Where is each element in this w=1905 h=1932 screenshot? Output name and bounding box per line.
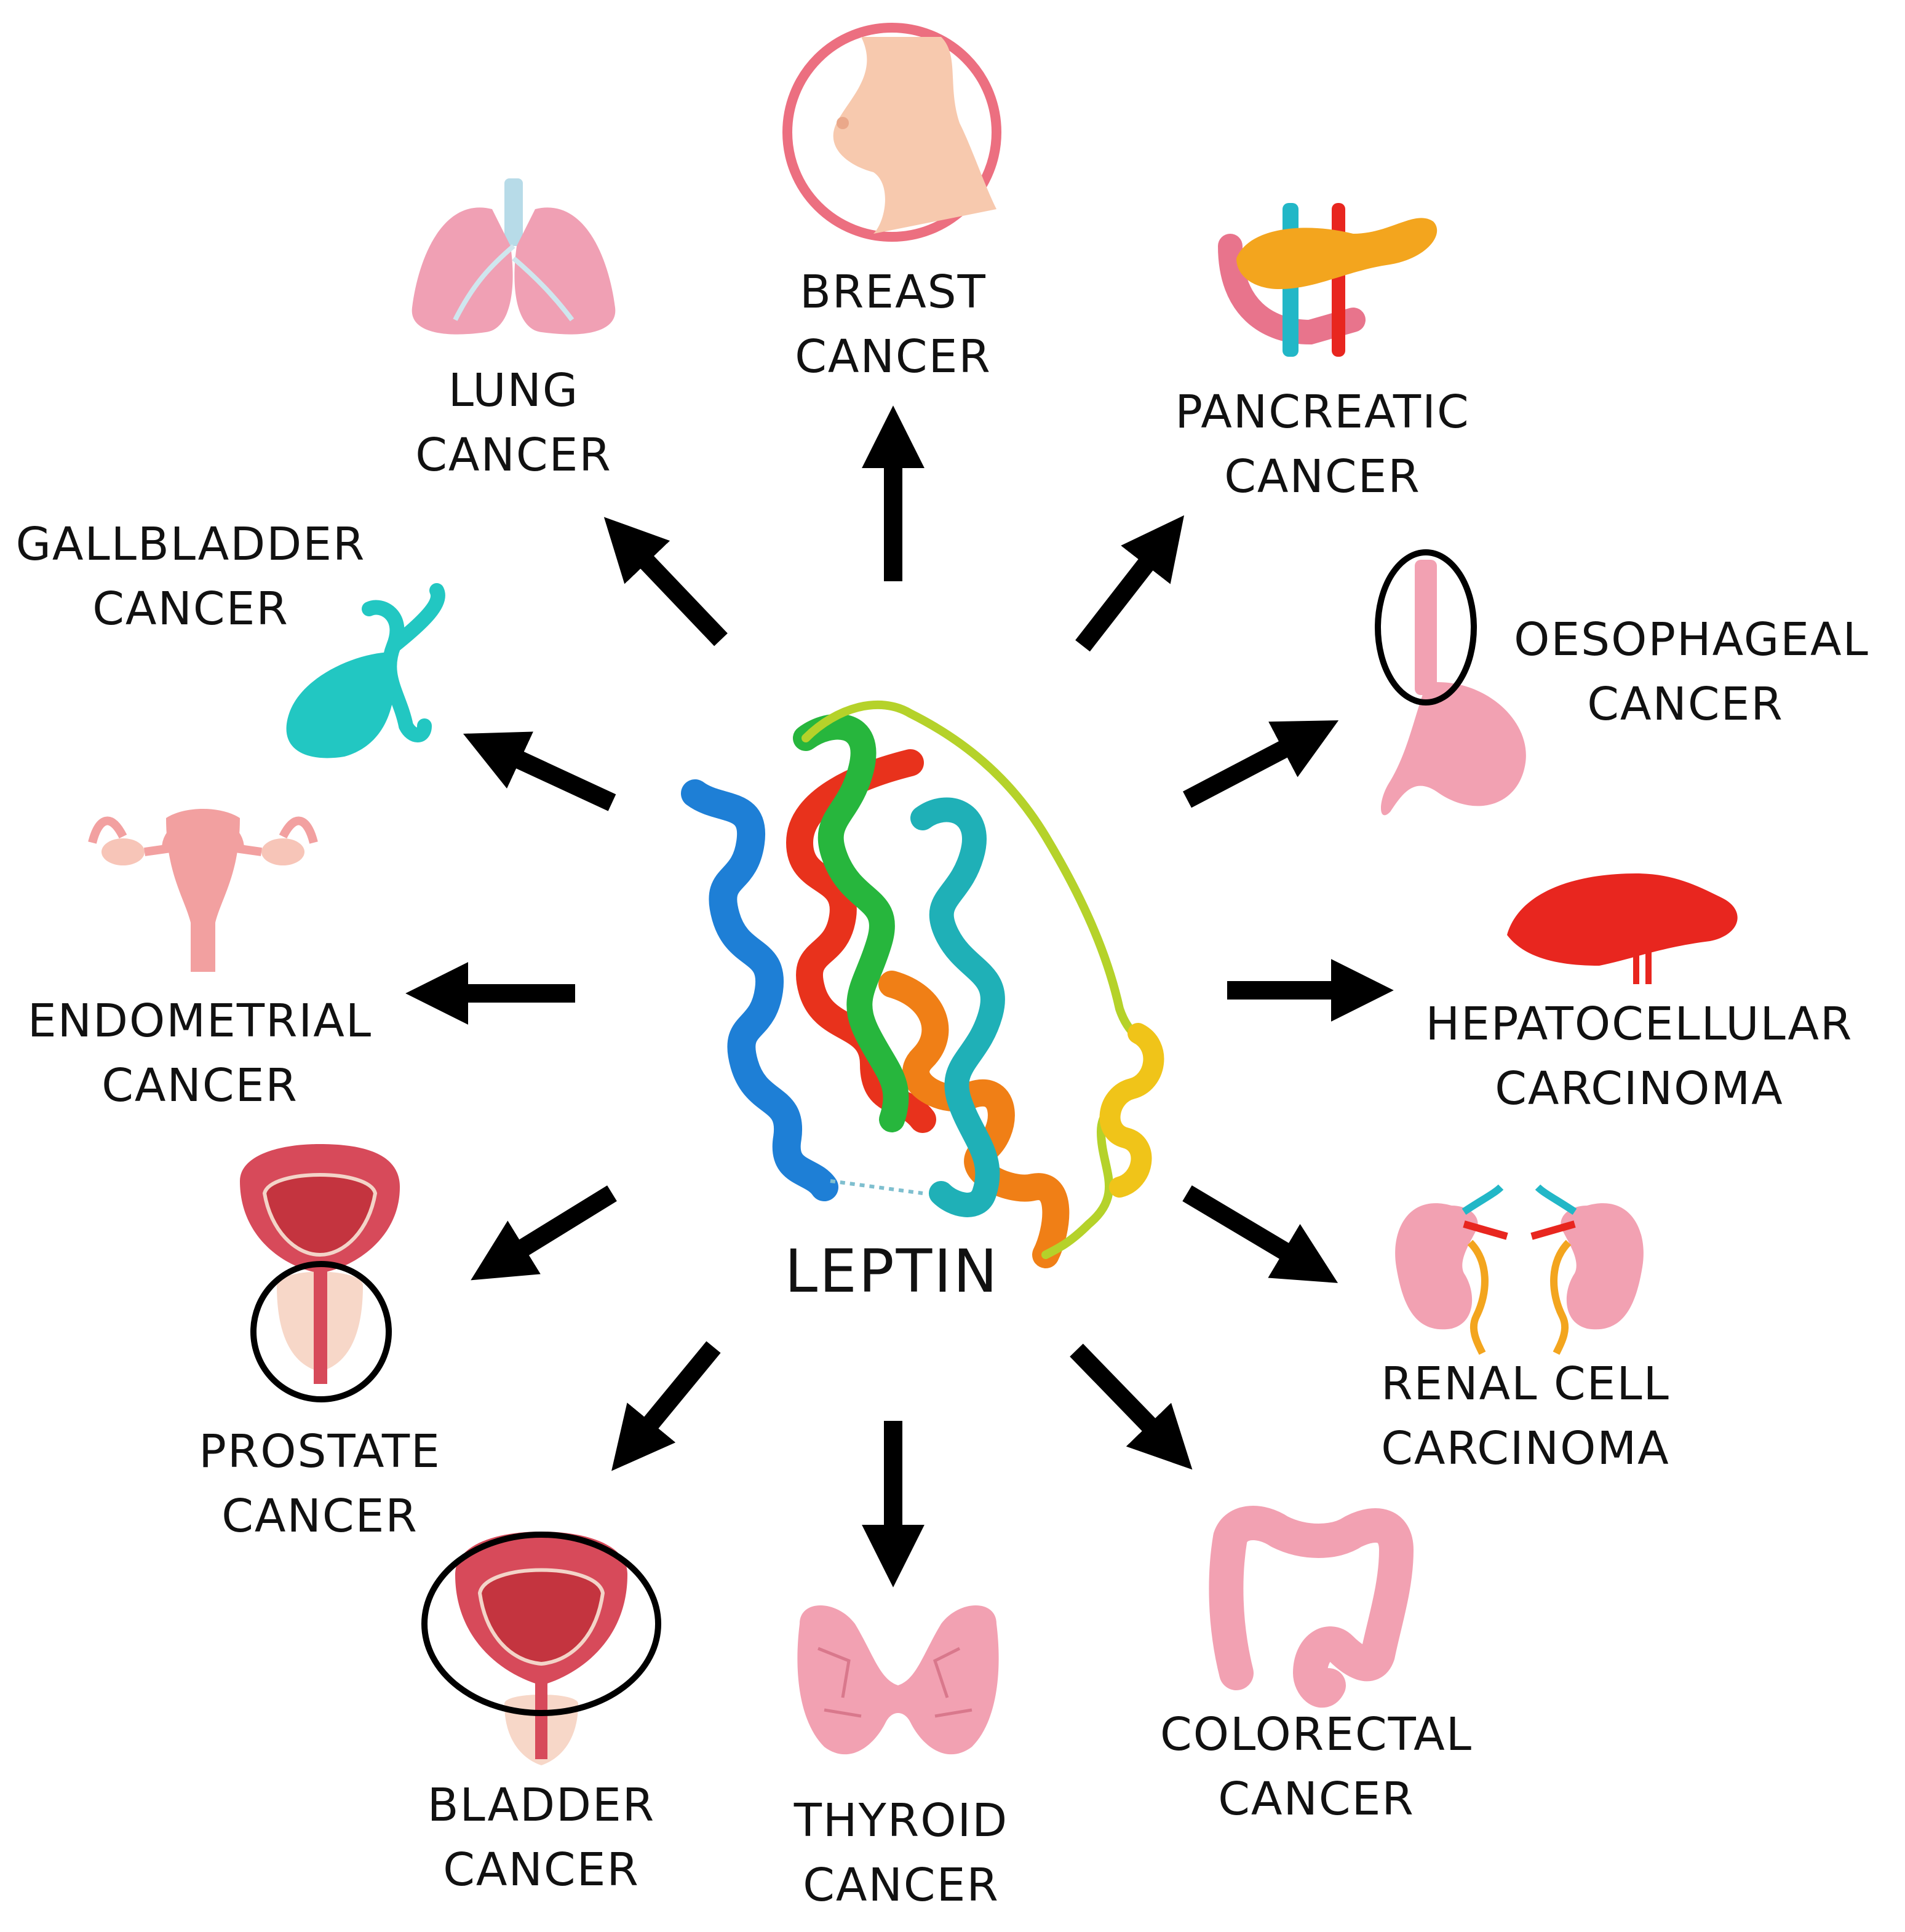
label-gallbladder-line1: GALLBLADDER bbox=[16, 518, 366, 571]
label-pancreatic-line1: PANCREATIC bbox=[1175, 386, 1470, 439]
arrow-renal bbox=[1182, 1185, 1338, 1283]
arrow-oesophageal bbox=[1183, 720, 1339, 808]
thyroid-icon bbox=[797, 1605, 999, 1755]
label-oesophageal-line1: OESOPHAGEAL bbox=[1514, 613, 1869, 666]
uterus-icon bbox=[88, 809, 318, 972]
label-bladder-line2: CANCER bbox=[443, 1843, 640, 1896]
bladder-icon bbox=[421, 1532, 661, 1765]
label-bladder-line1: BLADDER bbox=[428, 1779, 655, 1832]
label-breast-line2: CANCER bbox=[795, 330, 992, 383]
arrow-prostate bbox=[471, 1185, 617, 1281]
label-oesophageal-line2: CANCER bbox=[1587, 678, 1784, 731]
label-gallbladder-line2: CANCER bbox=[92, 582, 289, 635]
label-renal-line2: CARCINOMA bbox=[1381, 1422, 1670, 1475]
leptin-protein-structure-icon bbox=[681, 700, 1164, 1268]
label-colorectal-line1: COLORECTAL bbox=[1160, 1708, 1473, 1761]
label-colorectal-line2: CANCER bbox=[1218, 1773, 1415, 1826]
arrow-gallbladder bbox=[463, 731, 616, 811]
lungs-icon bbox=[412, 178, 616, 335]
arrow-lung bbox=[603, 517, 728, 646]
arrow-colorectal bbox=[1070, 1343, 1193, 1470]
label-hepatocellular-line1: HEPATOCELLULAR bbox=[1426, 998, 1853, 1051]
label-endometrial-line1: ENDOMETRIAL bbox=[28, 995, 372, 1047]
label-lung-line2: CANCER bbox=[415, 429, 612, 482]
label-thyroid-line1: THYROID bbox=[793, 1794, 1009, 1847]
gallbladder-icon bbox=[286, 583, 445, 758]
label-prostate-line2: CANCER bbox=[221, 1490, 418, 1543]
label-endometrial-line2: CANCER bbox=[101, 1059, 298, 1112]
label-prostate-line1: PROSTATE bbox=[199, 1425, 441, 1478]
label-breast-line1: BREAST bbox=[800, 266, 987, 319]
label-thyroid-line2: CANCER bbox=[803, 1859, 1000, 1912]
center-label: LEPTIN bbox=[785, 1237, 1000, 1306]
pancreas-icon bbox=[1218, 203, 1438, 357]
label-pancreatic-line2: CANCER bbox=[1224, 450, 1421, 503]
label-hepatocellular-line2: CARCINOMA bbox=[1495, 1062, 1784, 1115]
label-renal-line1: RENAL CELL bbox=[1381, 1358, 1670, 1410]
kidneys-icon bbox=[1395, 1184, 1644, 1355]
breast-icon bbox=[782, 23, 1001, 242]
prostate-icon bbox=[240, 1144, 400, 1402]
liver-icon bbox=[1507, 873, 1738, 984]
arrow-bladder bbox=[611, 1341, 721, 1471]
arrow-pancreatic bbox=[1075, 515, 1185, 652]
stomach-oesophagus-icon bbox=[1375, 549, 1526, 816]
colon-icon bbox=[1209, 1506, 1414, 1708]
arrows bbox=[405, 405, 1394, 1588]
label-lung-line1: LUNG bbox=[448, 364, 579, 417]
